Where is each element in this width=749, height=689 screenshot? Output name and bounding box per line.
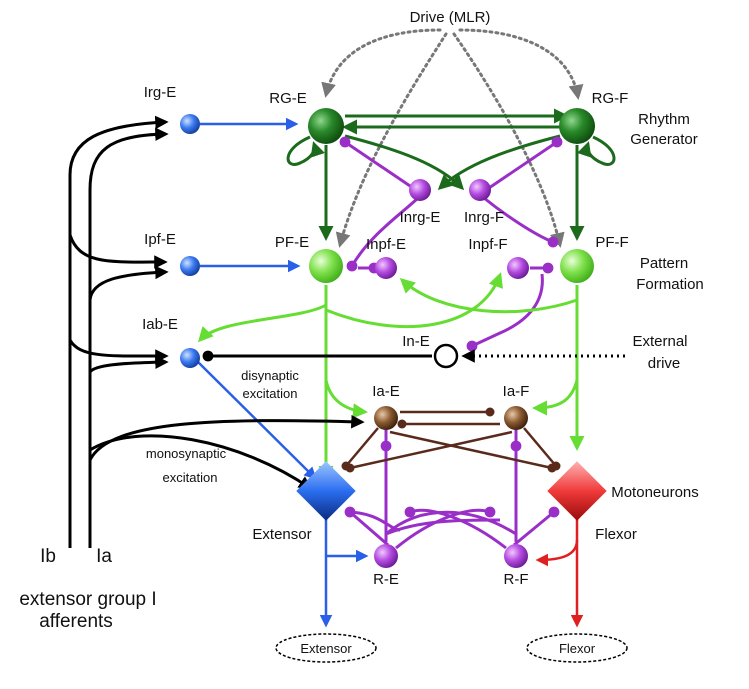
pf-projections — [197, 272, 585, 481]
afferents-label-1: extensor group I — [19, 589, 156, 610]
disynaptic-label-1: disynaptic — [241, 368, 299, 383]
extensor-output-ellipse — [275, 633, 377, 663]
r-e-label: R-E — [373, 571, 399, 588]
rg-e-neuron — [308, 108, 344, 144]
flexor-label: Flexor — [595, 526, 637, 543]
inpf-e-neuron — [375, 257, 397, 279]
irg-e-label: Irg-E — [144, 84, 177, 101]
irg-e-neuron — [180, 114, 200, 134]
rhythm-generator-label-2: Generator — [630, 131, 698, 148]
iab-e-label: Iab-E — [142, 316, 178, 333]
pf-f-label: PF-F — [595, 234, 628, 251]
in-e-neuron — [433, 343, 459, 369]
inrg-e-label: Inrg-E — [400, 209, 441, 226]
extensor-output-label: Extensor — [300, 641, 352, 656]
rhythm-generator-label-1: Rhythm — [638, 111, 690, 128]
pf-f-neuron — [560, 249, 594, 283]
ib-label: Ib — [40, 546, 56, 567]
inpf-e-label: Inpf-E — [366, 236, 406, 253]
rg-f-neuron — [559, 108, 595, 144]
extensor-motoneuron — [296, 461, 356, 521]
inrg-e-neuron — [409, 179, 431, 201]
iab-e-neuron — [180, 348, 200, 368]
ipf-e-neuron — [180, 256, 200, 276]
motoneurons-label: Motoneurons — [611, 484, 699, 501]
ia-e-neuron — [374, 406, 398, 430]
inrg-f-label: Inrg-F — [464, 209, 504, 226]
pattern-formation-label-1: Pattern — [640, 255, 688, 272]
ia-e-label: Ia-E — [372, 383, 400, 400]
inpf-f-neuron — [507, 257, 529, 279]
inhibitory-projections — [339, 136, 563, 550]
drive-mlr-label: Drive (MLR) — [410, 9, 491, 26]
disynaptic-label-2: excitation — [243, 386, 298, 401]
monosynaptic-label-2: excitation — [163, 470, 218, 485]
external-drive-label-1: External — [632, 333, 687, 350]
rg-e-label: RG-E — [269, 90, 307, 107]
r-f-neuron — [504, 544, 528, 568]
ia-f-label: Ia-F — [503, 383, 530, 400]
flexor-pathways — [535, 515, 584, 628]
afferents-label-2: afferents — [39, 611, 113, 632]
flexor-output-label: Flexor — [559, 641, 596, 656]
black-pathways — [68, 115, 432, 548]
pattern-formation-label-2: Formation — [636, 276, 704, 293]
flexor-output-ellipse — [526, 633, 628, 663]
ia-f-neuron — [504, 406, 528, 430]
monosynaptic-label-1: monosynaptic — [146, 446, 227, 461]
r-e-neuron — [374, 544, 398, 568]
pf-e-neuron — [309, 249, 343, 283]
extensor-label: Extensor — [252, 526, 311, 543]
in-e-label: In-E — [402, 333, 430, 350]
rg-connections — [286, 108, 616, 241]
ipf-e-label: Ipf-E — [144, 231, 176, 248]
ia-label: Ia — [96, 546, 112, 567]
flexor-motoneuron — [547, 461, 607, 521]
rg-f-label: RG-F — [592, 90, 629, 107]
r-f-label: R-F — [504, 571, 529, 588]
pf-e-label: PF-E — [275, 234, 309, 251]
mlr-drive-connections — [321, 28, 584, 248]
inpf-f-label: Inpf-F — [468, 236, 507, 253]
external-drive-label-2: drive — [648, 355, 681, 372]
ia-connections — [341, 407, 561, 473]
inrg-f-neuron — [469, 179, 491, 201]
